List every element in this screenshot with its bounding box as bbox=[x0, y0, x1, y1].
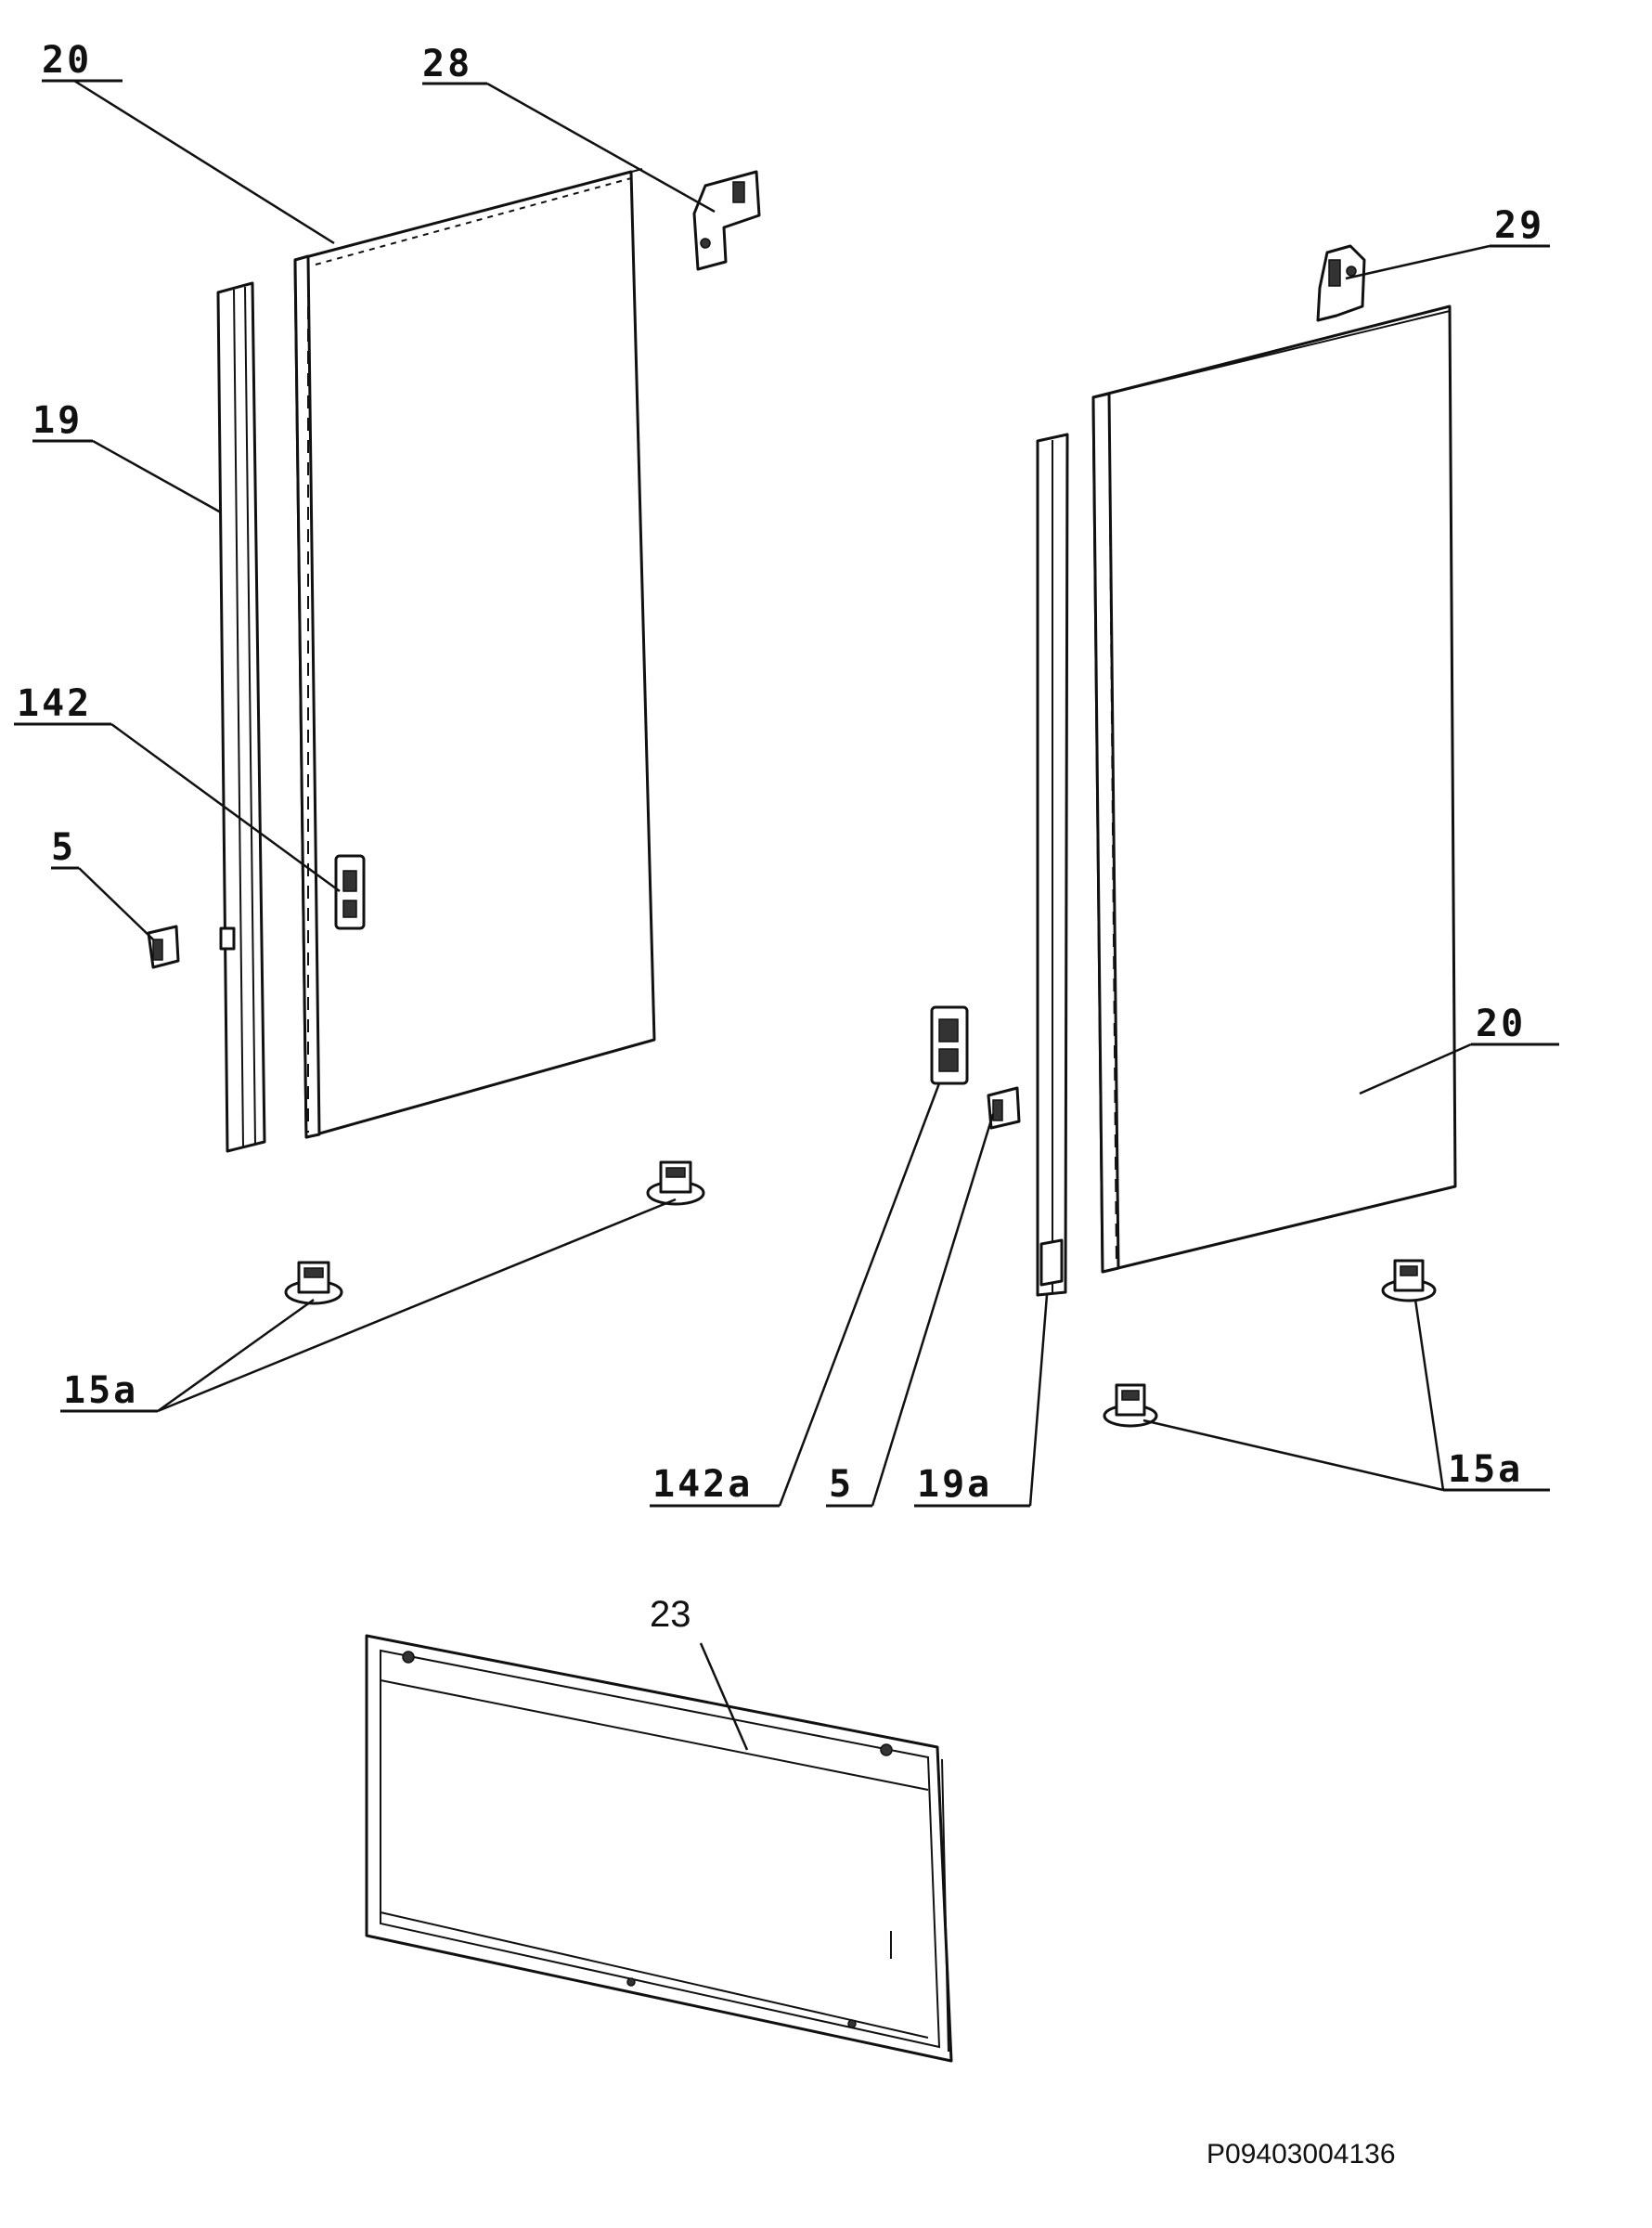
right-foot-15a-rear bbox=[1381, 1259, 1437, 1302]
label-19a: 19a bbox=[917, 1463, 992, 1506]
label-20-top: 20 bbox=[42, 39, 92, 82]
hinge-28 bbox=[692, 170, 761, 271]
left-clip-5 bbox=[147, 925, 180, 969]
left-foot-15a-front bbox=[284, 1261, 343, 1305]
label-142: 142 bbox=[17, 682, 92, 725]
label-29: 29 bbox=[1494, 204, 1544, 247]
left-handle-142 bbox=[334, 854, 366, 930]
callout-lines bbox=[14, 79, 1559, 1751]
right-door-seal-strip-19a bbox=[1036, 433, 1069, 1297]
left-door-panel bbox=[293, 168, 656, 1139]
label-5-left: 5 bbox=[51, 826, 76, 869]
left-foot-15a-rear bbox=[646, 1160, 705, 1206]
drawing-code: P09403004136 bbox=[1207, 2139, 1396, 2170]
panel-23 bbox=[365, 1634, 953, 2063]
right-clip-5 bbox=[987, 1086, 1021, 1130]
label-15a-right: 15a bbox=[1448, 1448, 1523, 1491]
left-door-seal-strip-19 bbox=[216, 281, 266, 1153]
right-door-panel bbox=[1091, 304, 1457, 1274]
label-20-right: 20 bbox=[1476, 1003, 1526, 1045]
label-15a-left: 15a bbox=[63, 1369, 138, 1412]
label-142a: 142a bbox=[652, 1463, 753, 1506]
label-5-right: 5 bbox=[829, 1463, 854, 1506]
right-handle-142a bbox=[930, 1005, 969, 1085]
label-23: 23 bbox=[650, 1594, 691, 1635]
right-foot-15a-front bbox=[1103, 1383, 1158, 1428]
label-28: 28 bbox=[422, 43, 472, 85]
hinge-29 bbox=[1316, 244, 1366, 322]
label-19: 19 bbox=[32, 399, 83, 442]
